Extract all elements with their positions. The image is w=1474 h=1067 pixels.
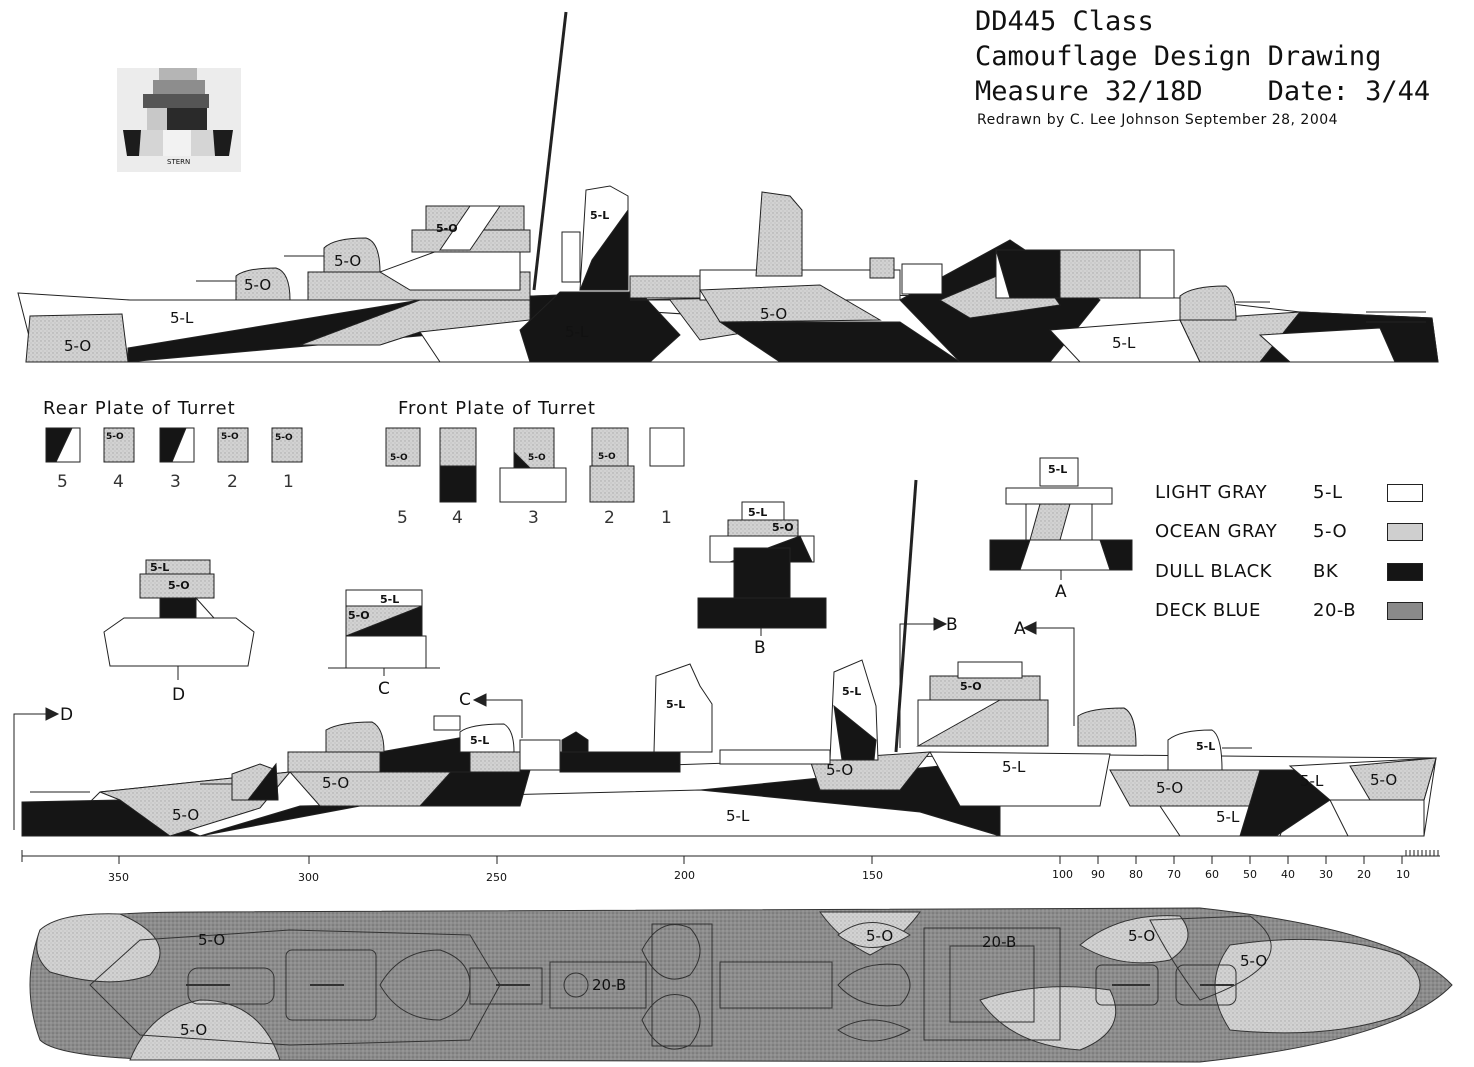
svg-text:5-O: 5-O <box>180 1021 207 1039</box>
svg-text:20-B: 20-B <box>592 976 626 994</box>
arrow-label-b: B <box>946 615 958 635</box>
front-plate-number: 1 <box>661 508 672 528</box>
front-plate-number: 3 <box>528 508 539 528</box>
svg-text:5-L: 5-L <box>842 685 861 698</box>
rear-plate-number: 1 <box>283 472 294 492</box>
scale-label: 80 <box>1129 868 1143 881</box>
credit-line: Redrawn by C. Lee Johnson September 28, … <box>977 112 1339 128</box>
deck-labels: 5-O 5-O 20-B 5-O 20-B 5-O 5-O <box>180 927 1267 1039</box>
rear-plate-number: 4 <box>113 472 124 492</box>
front-plate-title: Front Plate of Turret <box>398 398 596 419</box>
section-label-c: C <box>378 679 390 699</box>
scale-label: 30 <box>1319 868 1333 881</box>
arrow-label-a: A <box>1014 619 1026 639</box>
scale-label: 20 <box>1357 868 1371 881</box>
deck-blue-swatch <box>1387 602 1423 620</box>
svg-text:5-O: 5-O <box>322 774 349 792</box>
arrow-label-c: C <box>459 690 471 710</box>
rear-plate-title: Rear Plate of Turret <box>43 398 236 419</box>
svg-text:5-O: 5-O <box>198 931 225 949</box>
svg-text:5-L: 5-L <box>1048 463 1067 476</box>
svg-text:5-L: 5-L <box>726 807 750 825</box>
rear-plates <box>45 427 303 463</box>
legend-dull-black: DULL BLACK BK <box>1155 561 1435 585</box>
scale-label: 250 <box>486 871 507 884</box>
label-5l: 5-L <box>565 323 589 341</box>
scale-label: 350 <box>108 871 129 884</box>
label-5l: 5-L <box>1112 334 1136 352</box>
svg-text:5-O: 5-O <box>348 609 370 622</box>
svg-text:5-L: 5-L <box>1300 772 1324 790</box>
arrow-label-d: D <box>60 705 74 725</box>
section-b <box>697 501 827 636</box>
starboard-profile <box>17 11 1439 363</box>
thumb-caption: STERN <box>167 158 191 166</box>
svg-text:5-L: 5-L <box>666 698 685 711</box>
label-5o: 5-O <box>244 276 271 294</box>
deck-plan <box>29 907 1453 1063</box>
svg-text:5-O: 5-O <box>1156 779 1183 797</box>
stern-reference-photo: STERN <box>117 68 241 172</box>
svg-text:20-B: 20-B <box>982 933 1016 951</box>
svg-text:5-O: 5-O <box>168 579 190 592</box>
section-label-a: A <box>1055 582 1067 602</box>
label-5o: 5-O <box>64 337 91 355</box>
rear-plate-number: 2 <box>227 472 238 492</box>
legend-ocean-gray: OCEAN GRAY 5-O <box>1155 521 1435 545</box>
svg-text:5-O: 5-O <box>1240 952 1267 970</box>
scale-label: 150 <box>862 869 883 882</box>
front-plate-number: 5 <box>397 508 408 528</box>
rear-plate-number: 3 <box>170 472 181 492</box>
scale-label: 200 <box>674 869 695 882</box>
svg-text:5-O: 5-O <box>1370 771 1397 789</box>
scale-bar <box>21 850 1440 864</box>
section-label-d: D <box>172 685 186 705</box>
label-5o: 5-O <box>334 252 361 270</box>
legend-deck-blue: DECK BLUE 20-B <box>1155 600 1435 624</box>
scale-label: 10 <box>1396 868 1410 881</box>
section-c <box>328 589 440 676</box>
port-labels: 5-O 5-O 5-L 5-L 5-L 5-O 5-L 5-O 5-L 5-L … <box>172 680 1397 826</box>
section-d <box>103 559 255 680</box>
light-gray-swatch <box>1387 484 1423 502</box>
starboard-labels: 5-O 5-L 5-O 5-O 5-O 5-L 5-L 5-O 5-L <box>64 209 1136 355</box>
svg-text:5-O: 5-O <box>172 806 199 824</box>
svg-text:5-L: 5-L <box>1196 740 1215 753</box>
svg-text:5-L: 5-L <box>1216 808 1240 826</box>
scale-label: 70 <box>1167 868 1181 881</box>
port-profile <box>21 479 1437 837</box>
svg-text:5-L: 5-L <box>1002 758 1026 776</box>
label-5l: 5-L <box>170 309 194 327</box>
label-5o: 5-O <box>760 305 787 323</box>
rear-plate-number: 5 <box>57 472 68 492</box>
front-plate-number: 4 <box>452 508 463 528</box>
front-plate-number: 2 <box>604 508 615 528</box>
scale-label: 60 <box>1205 868 1219 881</box>
scale-label: 40 <box>1281 868 1295 881</box>
scale-label: 90 <box>1091 868 1105 881</box>
svg-text:5-L: 5-L <box>380 593 399 606</box>
scale-label: 50 <box>1243 868 1257 881</box>
section-labels: 5-L 5-L 5-O 5-L 5-O 5-L 5-O <box>150 463 1067 622</box>
svg-text:5-O: 5-O <box>866 927 893 945</box>
ocean-gray-swatch <box>1387 523 1423 541</box>
section-a <box>989 457 1133 580</box>
front-plates <box>385 427 685 503</box>
legend-light-gray: LIGHT GRAY 5-L <box>1155 482 1435 506</box>
svg-text:5-O: 5-O <box>960 680 982 693</box>
svg-text:5-L: 5-L <box>748 506 767 519</box>
drawing-title: DD445 Class Camouflage Design Drawing Me… <box>975 6 1431 107</box>
scale-label: 300 <box>298 871 319 884</box>
svg-text:5-O: 5-O <box>826 761 853 779</box>
svg-text:5-O: 5-O <box>772 521 794 534</box>
section-label-b: B <box>754 638 766 658</box>
label-5o: 5-O <box>436 222 458 235</box>
svg-text:5-O: 5-O <box>1128 927 1155 945</box>
dull-black-swatch <box>1387 563 1423 581</box>
svg-text:5-L: 5-L <box>150 561 169 574</box>
svg-text:5-L: 5-L <box>470 734 489 747</box>
scale-label: 100 <box>1052 868 1073 881</box>
label-5l: 5-L <box>590 209 609 222</box>
